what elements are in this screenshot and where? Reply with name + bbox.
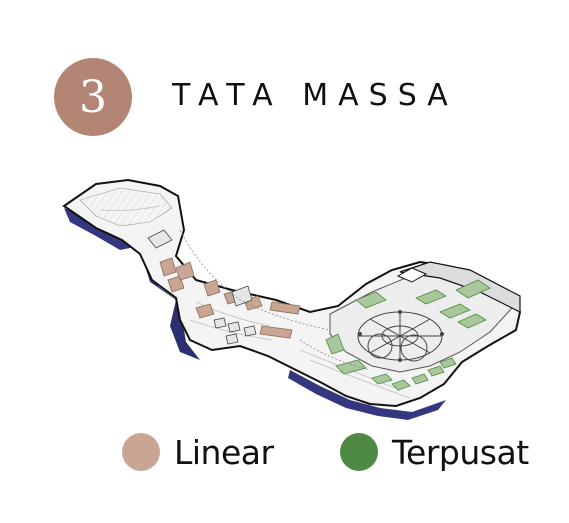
section-number-badge: 3 bbox=[54, 58, 132, 136]
legend-label-terpusat: Terpusat bbox=[392, 432, 529, 472]
radial-plan bbox=[357, 311, 443, 362]
pavilion bbox=[396, 267, 428, 283]
river-edge-left-2 bbox=[170, 300, 200, 360]
legend-label-linear: Linear bbox=[174, 432, 274, 472]
river-edge-bottom bbox=[288, 370, 446, 420]
section-title: TATA MASSA bbox=[172, 78, 458, 113]
terpusat-masses bbox=[325, 279, 491, 391]
legend-item-linear: Linear bbox=[122, 432, 274, 472]
legend-swatch-terpusat bbox=[340, 433, 378, 471]
section-number: 3 bbox=[79, 72, 107, 123]
linear-masses bbox=[159, 257, 301, 339]
legend-swatch-linear bbox=[122, 433, 160, 471]
legend-item-terpusat: Terpusat bbox=[340, 432, 529, 472]
